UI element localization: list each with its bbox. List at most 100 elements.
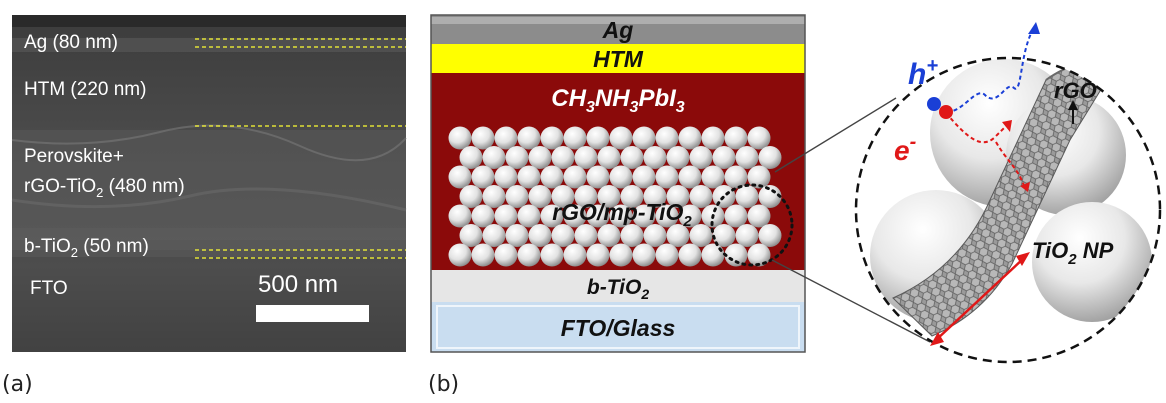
tio2-particle <box>747 126 771 150</box>
tio2-particle <box>448 243 472 267</box>
tio2-particle <box>517 165 541 189</box>
tio2-particle <box>471 126 495 150</box>
layer-label-rgo-tio2: rGO-TiO2 (480 nm) <box>24 176 185 200</box>
tio2-particle <box>712 224 736 247</box>
electron-particle <box>939 105 953 119</box>
layer-label-fto: FTO <box>30 278 68 299</box>
tio2-particle <box>632 243 656 267</box>
tio2-particle <box>494 243 518 267</box>
tio2-particle <box>528 224 552 247</box>
tio2-particle <box>528 146 552 169</box>
layer-label-htm: HTM (220 nm) <box>24 79 146 100</box>
tio2-particle <box>632 204 656 228</box>
tio2-particle <box>563 165 587 189</box>
tio2-nanoparticle-array <box>448 126 782 267</box>
htm-label: HTM <box>593 46 644 72</box>
fto-layer <box>431 302 805 352</box>
tio2-particle <box>517 204 541 228</box>
zoom-region-circle <box>710 183 794 267</box>
scale-bar-label: 500 nm <box>258 271 338 298</box>
transport-double-arrow <box>935 257 1025 341</box>
btio2-layer <box>431 270 805 302</box>
tio2-particle <box>574 224 598 247</box>
tio2-particle <box>758 224 782 247</box>
tio2-particle <box>724 126 748 150</box>
tio2-particle <box>597 146 621 169</box>
tio2-particle <box>563 126 587 150</box>
tio2-particle <box>448 126 472 150</box>
tio2-particle <box>689 146 713 169</box>
tio2-particle <box>471 243 495 267</box>
tio2-particle <box>505 224 529 247</box>
tio2-particle <box>632 165 656 189</box>
tio2-particle <box>666 185 690 208</box>
tio2-particle <box>735 146 759 169</box>
tio2-particle <box>494 126 518 150</box>
tio2-particle <box>459 146 483 169</box>
tio2-particle <box>620 146 644 169</box>
tio2-particle <box>586 165 610 189</box>
tio2-particle <box>563 243 587 267</box>
tio2-particle <box>666 146 690 169</box>
tio2-particle <box>586 243 610 267</box>
tio2-particle <box>712 146 736 169</box>
hole-path-arrow <box>939 27 1035 113</box>
tio2-particle <box>494 165 518 189</box>
tio2-particle <box>528 185 552 208</box>
tio2-particle <box>724 243 748 267</box>
scale-bar <box>256 305 369 322</box>
tio2-particle <box>632 126 656 150</box>
tio2-particle <box>574 185 598 208</box>
tio2-np-label: TiO2 NP <box>1032 238 1114 268</box>
tio2-particle <box>448 165 472 189</box>
tio2-particle <box>540 165 564 189</box>
hole-particle <box>927 97 941 111</box>
tio2-particle <box>655 165 679 189</box>
tio2-particle <box>459 185 483 208</box>
zoom-line-bottom <box>771 259 931 343</box>
tio2-particle <box>655 126 679 150</box>
btio2-label: b-TiO2 <box>587 276 649 302</box>
htm-layer <box>431 44 805 73</box>
tio2-particle <box>666 224 690 247</box>
tio2-particle <box>735 185 759 208</box>
tio2-particle <box>655 204 679 228</box>
tio2-particle <box>609 126 633 150</box>
layer-label-perovskite: Perovskite+ <box>24 146 124 167</box>
tio2-particle <box>689 224 713 247</box>
tio2-particle <box>505 185 529 208</box>
tio2-particle <box>655 243 679 267</box>
tio2-particle <box>724 165 748 189</box>
tio2-particle <box>482 185 506 208</box>
tio2-particle <box>643 224 667 247</box>
layer-boundary-lines <box>195 38 406 259</box>
tio2-particle <box>678 165 702 189</box>
tio2-particle <box>747 165 771 189</box>
tio2-particle <box>482 146 506 169</box>
tio2-particle <box>678 126 702 150</box>
tio2-sphere-bottom-right <box>1032 202 1152 322</box>
tio2-particle <box>643 185 667 208</box>
tio2-particle <box>735 224 759 247</box>
tio2-particle <box>620 224 644 247</box>
tio2-particle <box>609 204 633 228</box>
tio2-particle <box>643 146 667 169</box>
panel-a-label: (a) <box>2 372 33 397</box>
fto-glass-label: FTO/Glass <box>561 315 676 341</box>
ag-label: Ag <box>602 17 634 43</box>
tio2-particle <box>586 126 610 150</box>
tio2-particle <box>563 204 587 228</box>
tio2-particle <box>517 243 541 267</box>
tio2-particle <box>517 126 541 150</box>
electron-path-arrow-1 <box>945 112 1010 144</box>
layer-label-btio2: b-TiO2 (50 nm) <box>24 236 149 260</box>
tio2-particle <box>482 224 506 247</box>
tio2-particle <box>540 126 564 150</box>
tio2-particle <box>551 224 575 247</box>
tio2-particle <box>620 185 644 208</box>
tio2-particle <box>701 126 725 150</box>
hole-label: h+ <box>908 55 938 91</box>
tio2-particle <box>609 243 633 267</box>
tio2-particle <box>597 185 621 208</box>
